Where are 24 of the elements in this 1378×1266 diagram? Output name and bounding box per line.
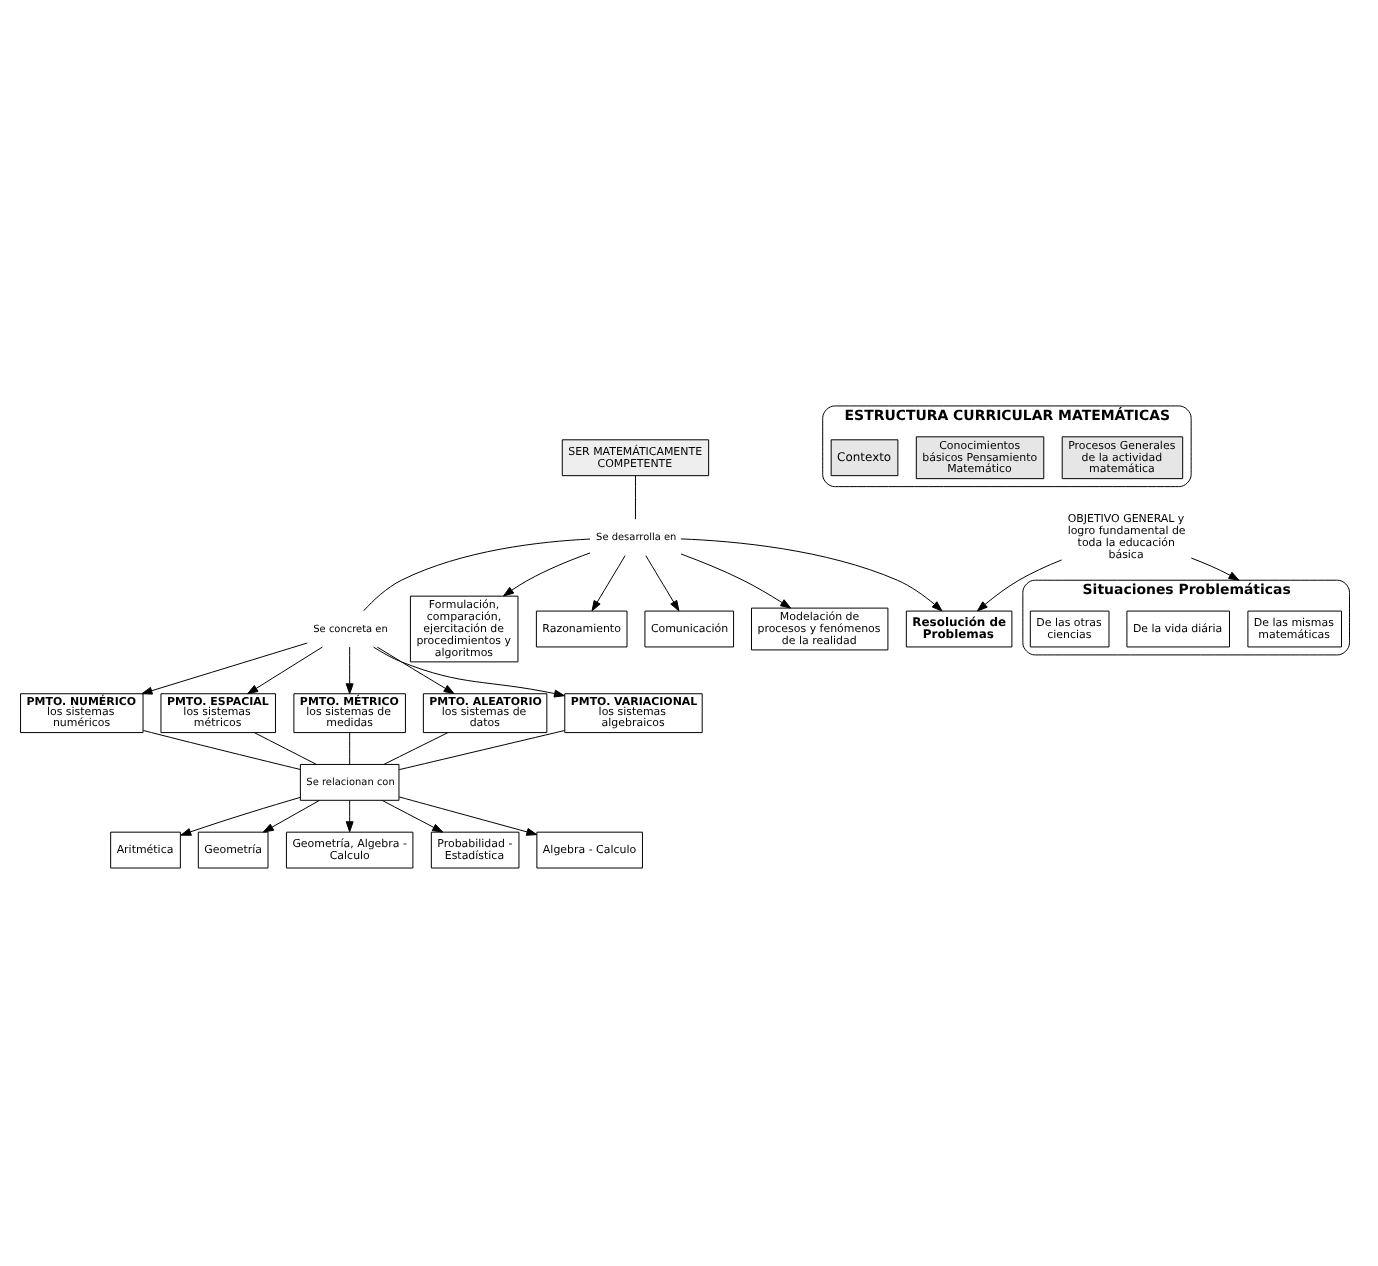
arrow (680, 553, 792, 609)
arrow (503, 552, 591, 597)
arrow (141, 642, 308, 695)
arrow (398, 796, 538, 836)
arrow (591, 555, 626, 612)
arrow (180, 796, 301, 836)
connector (142, 730, 301, 770)
arrow (247, 646, 323, 695)
arrow (345, 646, 354, 695)
arrow (262, 799, 320, 833)
arrow (645, 555, 680, 612)
connector (383, 732, 449, 765)
arrow (976, 559, 1063, 612)
arrow (1190, 557, 1240, 581)
connector (634, 475, 636, 520)
arrow (373, 646, 565, 698)
connector (363, 538, 591, 612)
connector (349, 732, 351, 765)
arrow (376, 646, 455, 695)
arrow (381, 799, 444, 833)
connector (398, 730, 565, 771)
arrow (345, 800, 354, 833)
connector (254, 732, 317, 765)
arrow (680, 538, 943, 612)
